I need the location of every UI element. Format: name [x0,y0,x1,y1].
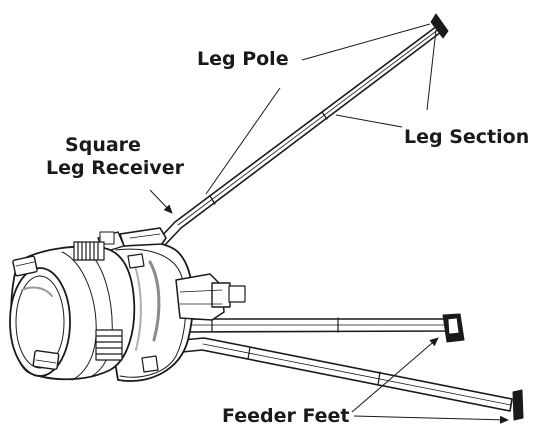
feeder-leg-lower [159,337,513,412]
feeder-foot [512,389,524,421]
arrow-feeder-foot-lower [353,415,509,424]
feeder-leg-middle [179,317,449,333]
arrow-feeder-foot-middle [351,337,439,413]
leg-end-cap [430,13,449,39]
leader-leg-pole-top [301,23,431,61]
leader-leg-section-top [426,29,437,111]
label-feeder-feet: Feeder Feet [222,405,350,427]
label-square-leg-receiver-line1: Square [65,134,141,156]
label-square-leg-receiver-line2: Leg Receiver [46,157,185,179]
leader-leg-section-bottom [335,114,403,128]
feeder-front-cover [9,241,159,381]
label-square-leg-receiver: Square Leg Receiver [46,134,185,180]
leg-joint [321,111,328,120]
label-leg-section: Leg Section [404,126,530,148]
leader-leg-pole-bottom [205,87,281,195]
label-leg-pole: Leg Pole [197,48,289,70]
leg-joint [209,195,216,205]
arrow-square-leg-receiver [149,189,173,214]
